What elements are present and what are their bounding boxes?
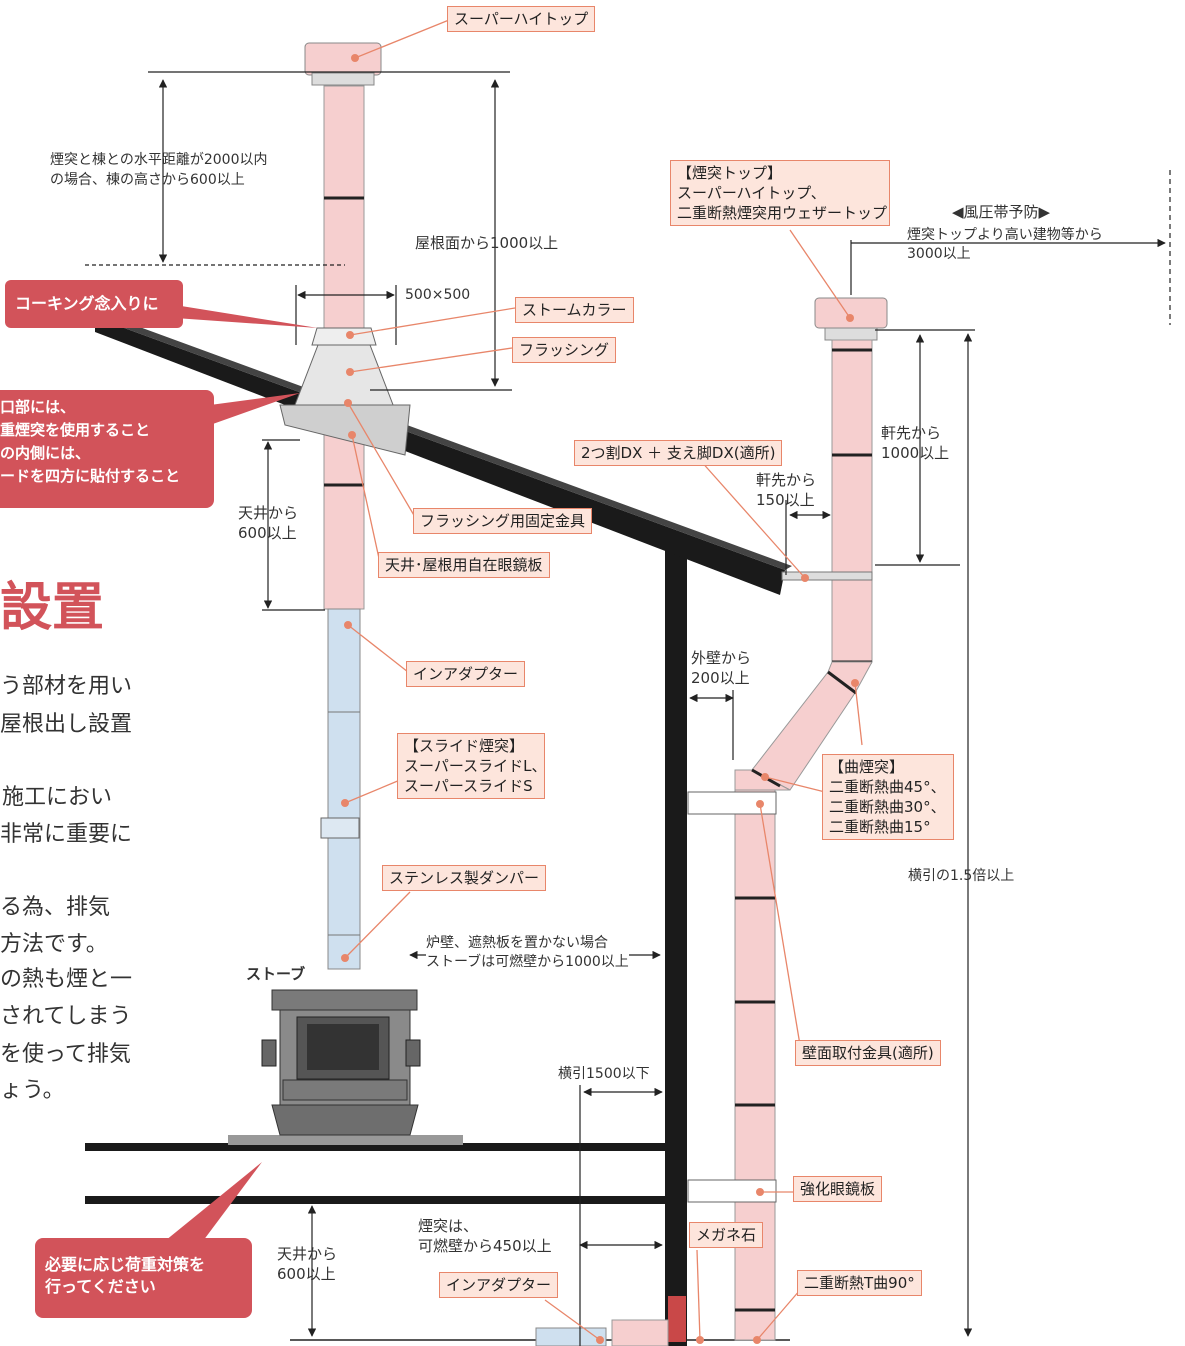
exterior-wall [665, 545, 687, 1346]
body-line: を使って排気 [0, 1042, 131, 1067]
label-slide-chimney: 【スライド煙突】 スーパースライドL、 スーパースライドS [397, 733, 546, 799]
label-storm-collar: ストームカラー [515, 297, 634, 323]
wall-bracket-upper [687, 791, 777, 815]
right-top-cap [814, 297, 888, 329]
load-pointer [160, 1162, 262, 1245]
slide-band [320, 817, 360, 839]
label-in-adapter-top: インアダプター [406, 661, 526, 687]
leader-dots [341, 54, 859, 1344]
split-dx-band [781, 571, 873, 581]
dim-wind-pressure-detail: 煙突トップより高い建物等から 3000以上 [907, 227, 1103, 262]
dim-ceiling-600-top: 天井から 600以上 [238, 504, 299, 542]
flashing-plate [279, 404, 411, 456]
left-blue-pipe [327, 608, 361, 970]
dim-roof-1000: 屋根面から1000以上 [415, 234, 559, 252]
left-top-cap [304, 42, 382, 76]
right-lower-pipe [734, 789, 776, 1341]
curve-joint [827, 670, 857, 695]
label-reinforced-plate: 強化眼鏡板 [793, 1176, 883, 1202]
floor-beam-lower [85, 1196, 665, 1204]
body-line: 方法です。 [0, 932, 108, 957]
storm-collar [311, 327, 377, 346]
callout-load: 必要に応じ荷重対策を 行ってください [35, 1238, 252, 1318]
dim-horizontal-1-5: 横引の1.5倍以上 [908, 868, 1015, 884]
right-upper-pipe [831, 339, 873, 663]
wall-opening-red [668, 1296, 686, 1342]
label-split-dx: 2つ割DX ＋ 支え脚DX(適所) [574, 440, 783, 466]
body-line: 施工におい [2, 785, 113, 810]
label-damper: ステンレス製ダンパー [382, 865, 547, 891]
body-line: されてしまう [0, 1004, 132, 1029]
bottom-blue-pipe [535, 1327, 607, 1346]
body-line: 屋根出し設置 [0, 712, 133, 737]
label-flashing: フラッシング [512, 337, 617, 363]
opening-pointer [210, 393, 300, 425]
label-wall-bracket: 壁面取付金具(適所) [795, 1040, 941, 1066]
label-ceiling-plate: 天井･屋根用自在眼鏡板 [378, 552, 550, 578]
label-in-adapter-bottom: インアダプター [439, 1272, 559, 1298]
dim-size-500: 500×500 [405, 287, 471, 303]
body-line: 非常に重要に [0, 822, 133, 847]
dim-combustible-450: 煙突は、 可燃壁から450以上 [418, 1217, 552, 1255]
leader-lines [344, 19, 863, 1341]
label-flashing-bracket: フラッシング用固定金具 [413, 508, 593, 534]
caulking-pointer [175, 305, 318, 328]
dim-furnace-wall: 炉壁、遮熱板を置かない場合 ストーブは可燃壁から1000以上 [426, 934, 629, 972]
floor-beam-upper [85, 1143, 665, 1151]
flashing-cone [292, 344, 396, 411]
stove-label: ストーブ [246, 965, 306, 983]
body-line: う部材を用い [0, 674, 133, 699]
dim-wind-pressure: ◀風圧帯予防▶ [952, 203, 1051, 221]
label-t-curve: 二重断熱T曲90° [797, 1270, 922, 1296]
dim-eaves-1000: 軒先から 1000以上 [881, 424, 950, 462]
callout-caulking: コーキング念入りに [5, 280, 183, 328]
body-line: る為、排気 [0, 895, 111, 920]
label-super-high-top: スーパーハイトップ [447, 6, 596, 32]
callout-opening: 口部には、 重煙突を使用すること の内側には、 ードを四方に貼付すること [0, 390, 214, 508]
dim-ceiling-600-bottom: 天井から 600以上 [277, 1245, 338, 1283]
roof-shingles [108, 318, 792, 570]
body-line: ょう。 [0, 1078, 65, 1103]
dim-eaves-150: 軒先から 150以上 [756, 471, 817, 509]
dim-horizontal-distance: 煙突と棟との水平距離が2000以内 の場合、棟の高さから600以上 [50, 152, 268, 188]
bottom-pink-pipe [611, 1319, 669, 1346]
label-chimney-top: 【煙突トップ】 スーパーハイトップ、 二重断熱煙突用ウェザートップ [670, 160, 890, 226]
label-megane-stone: メガネ石 [689, 1222, 764, 1248]
left-top-cap-base [311, 72, 375, 86]
body-line: の熱も煙と一 [0, 967, 133, 992]
label-curve-chimney: 【曲煙突】 二重断熱曲45°、 二重断熱曲30°、 二重断熱曲15° [822, 754, 954, 840]
roof [95, 322, 785, 595]
dim-outer-wall-200: 外壁から 200以上 [691, 649, 752, 687]
wall-bracket-lower [687, 1179, 777, 1203]
right-top-cap-base [824, 327, 878, 341]
stove [228, 989, 463, 1145]
section-heading: 設置 [0, 578, 105, 638]
dim-horizontal-1500: 横引1500以下 [558, 1066, 650, 1082]
